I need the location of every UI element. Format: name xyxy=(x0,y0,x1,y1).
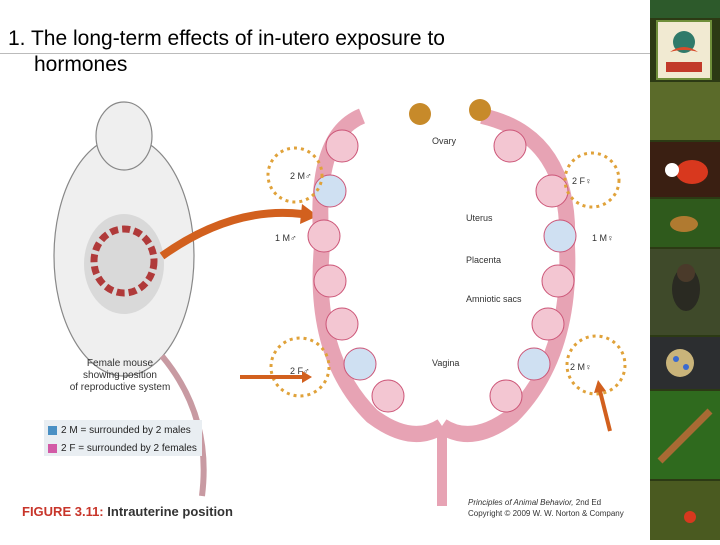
legend-item-2m: 2 M = surrounded by 2 males xyxy=(44,422,202,438)
side-strip-top-band xyxy=(650,0,720,18)
female-symbol-icon: ♀ xyxy=(585,176,592,186)
position-right-2m: 2 M♀ xyxy=(570,362,592,372)
ovary-left-icon xyxy=(409,103,431,125)
mouse-caption: Female mouse showing position of reprodu… xyxy=(69,358,171,393)
photo-monkey xyxy=(650,249,720,335)
legend-swatch-blue xyxy=(48,425,57,435)
label-ovary: Ovary xyxy=(432,136,457,146)
label-placenta: Placenta xyxy=(466,255,502,265)
ovary-right-icon xyxy=(469,99,491,121)
photo-frog-on-branch xyxy=(650,82,720,140)
label-amniotic-sacs: Amniotic sacs xyxy=(466,294,522,304)
photo-small-frog xyxy=(650,199,720,247)
legend-swatch-pink xyxy=(48,443,57,453)
photo-octopus xyxy=(650,337,720,389)
legend: 2 M = surrounded by 2 males 2 F = surrou… xyxy=(44,420,202,456)
position-right-2f: 2 F♀ xyxy=(572,176,592,186)
figure-title: Intrauterine position xyxy=(107,504,233,519)
position-left-2f: 2 F♂ xyxy=(290,366,310,376)
photo-insect xyxy=(650,481,720,540)
slide-title: 1. The long-term effects of in-utero exp… xyxy=(8,26,654,78)
male-symbol-icon: ♂ xyxy=(305,171,312,181)
photo-red-frog xyxy=(650,142,720,197)
title-line-2: hormones xyxy=(34,53,128,76)
position-left-1m: 1 M♂ xyxy=(275,233,297,243)
male-symbol-icon: ♂ xyxy=(303,366,310,376)
intrauterine-diagram xyxy=(53,99,627,515)
mouse-illustration xyxy=(53,101,257,515)
label-vagina: Vagina xyxy=(432,358,460,368)
arrow-icon xyxy=(159,208,303,260)
logo-icon xyxy=(656,20,712,80)
legend-item-2f: 2 F = surrounded by 2 females xyxy=(44,440,202,456)
embryo-sacs xyxy=(307,129,577,413)
figure-number: FIGURE 3.11: xyxy=(22,504,104,519)
highlight-circles xyxy=(266,146,627,398)
figure-credit: Principles of Animal Behavior, 2nd Ed Co… xyxy=(468,498,624,518)
title-divider xyxy=(0,53,650,54)
photo-lizard xyxy=(650,391,720,479)
title-line-1: 1. The long-term effects of in-utero exp… xyxy=(8,27,445,50)
uterus-horns xyxy=(312,108,576,442)
male-symbol-icon: ♂ xyxy=(290,233,297,243)
position-left-2m: 2 M♂ xyxy=(290,171,312,181)
female-symbol-icon: ♀ xyxy=(585,362,592,372)
female-symbol-icon: ♀ xyxy=(607,233,614,243)
figure-caption: FIGURE 3.11: Intrauterine position xyxy=(22,504,233,519)
arrow-icon xyxy=(598,390,612,432)
label-uterus: Uterus xyxy=(466,213,493,223)
position-right-1m: 1 M♀ xyxy=(592,233,614,243)
